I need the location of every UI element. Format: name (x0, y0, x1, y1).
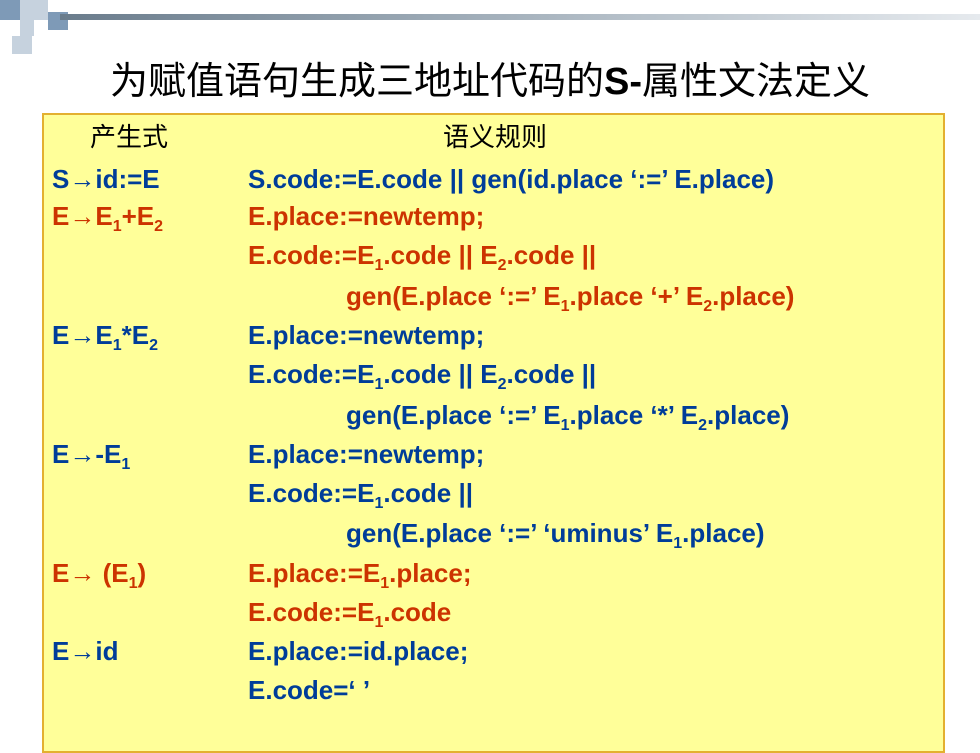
header-production: 产生式 (90, 123, 169, 153)
header-rules: 语义规则 (443, 123, 548, 153)
rule-2-line-1: E.place:=newtemp; (248, 201, 485, 231)
rule-2-line-2: E.code:=E1.code || E2.code || (248, 240, 597, 274)
rule-4-line-1: E.place:=newtemp; (248, 439, 485, 469)
rule-3-line-3: gen(E.place ‘:=’ E1.place ‘*’ E2.place) (346, 400, 790, 434)
rule-5-line-2: E.code:=E1.code (248, 597, 452, 631)
rule-3-line-2: E.code:=E1.code || E2.code || (248, 359, 597, 393)
production-5: E→ (E1) (52, 558, 147, 592)
corner-decoration (20, 0, 48, 20)
production-6: E→id (52, 636, 119, 666)
rule-1: S.code:=E.code || gen(id.place ‘:=’ E.pl… (248, 164, 775, 194)
rule-6-line-1: E.place:=id.place; (248, 636, 469, 666)
rule-2-line-3: gen(E.place ‘:=’ E1.place ‘+’ E2.place) (346, 281, 795, 315)
rule-6-line-2: E.code=‘ ’ (248, 675, 371, 705)
production-4: E→-E1 (52, 439, 131, 473)
rule-4-line-2: E.code:=E1.code || (248, 478, 474, 512)
rule-4-line-3: gen(E.place ‘:=’ ‘uminus’ E1.place) (346, 518, 765, 552)
corner-decoration (20, 20, 34, 36)
content-box (42, 113, 945, 753)
production-1: S→id:=E (52, 164, 160, 194)
rule-3-line-1: E.place:=newtemp; (248, 320, 485, 350)
rule-5-line-1: E.place:=E1.place; (248, 558, 472, 592)
production-3: E→E1*E2 (52, 320, 158, 354)
production-2: E→E1+E2 (52, 201, 164, 235)
slide-title: 为赋值语句生成三地址代码的S-属性文法定义 (109, 59, 871, 103)
corner-decoration (12, 36, 32, 54)
corner-decoration (0, 0, 20, 20)
header-bar (60, 14, 980, 20)
